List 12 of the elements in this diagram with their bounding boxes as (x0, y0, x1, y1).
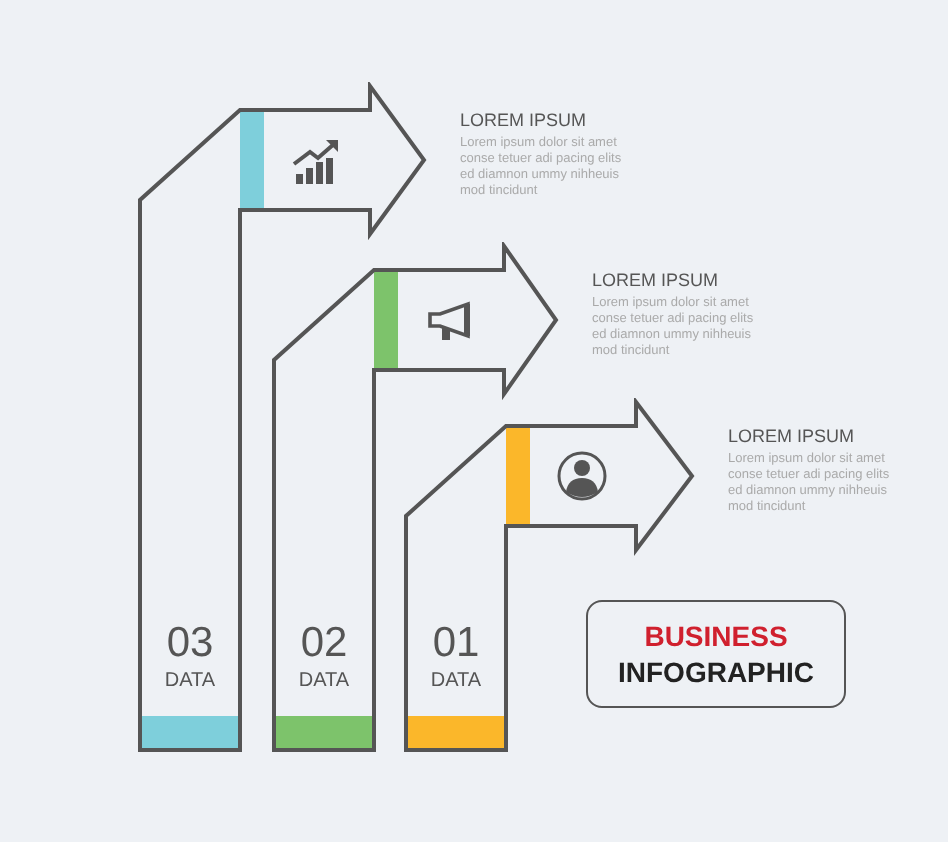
step-number: 02 (298, 622, 350, 666)
step-number: 01 (430, 622, 482, 666)
section-heading: LOREM IPSUM (460, 110, 587, 130)
title-card (586, 600, 846, 708)
title-text: INFOGRAPHIC (618, 654, 814, 690)
step-label: DATA (162, 670, 218, 692)
step-label: DATA (428, 670, 484, 692)
section-heading: LOREM IPSUM (728, 426, 855, 446)
title-text: BUSINESS (644, 618, 788, 654)
step-label: DATA (296, 670, 352, 692)
section-heading: LOREM IPSUM (592, 270, 719, 290)
step-number: 03 (164, 622, 216, 666)
